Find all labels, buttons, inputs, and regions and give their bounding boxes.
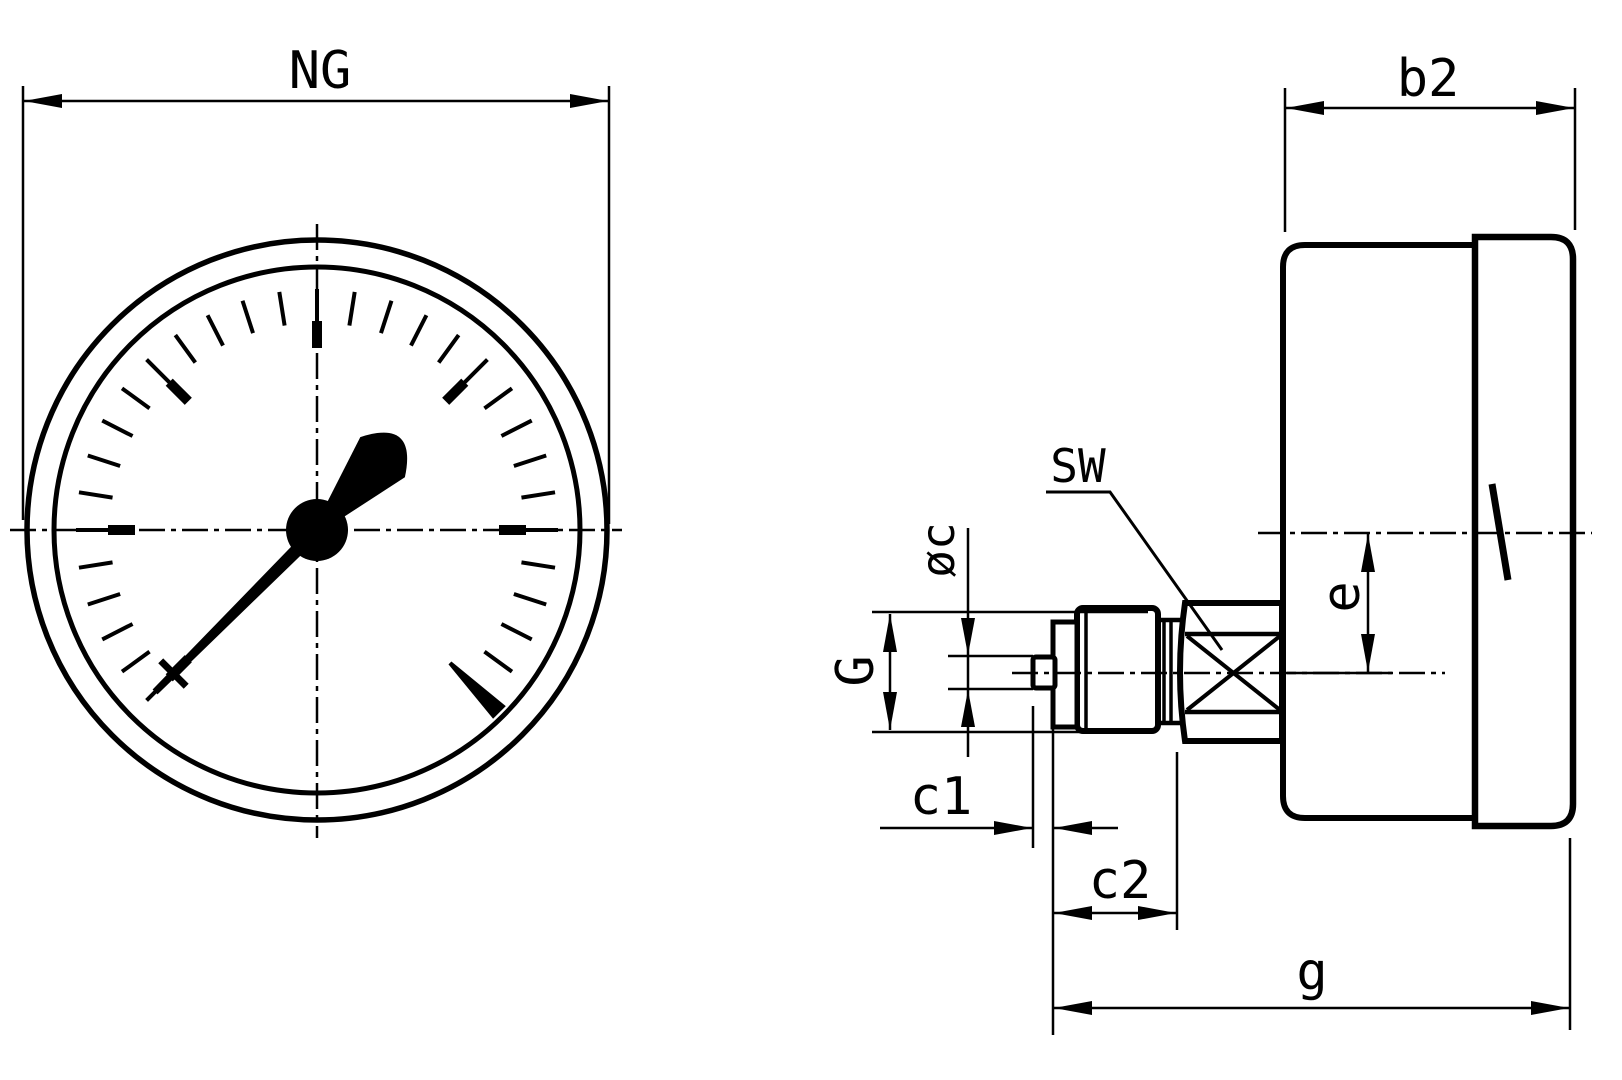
- minor-tick: [240, 300, 255, 334]
- dimension-c2: c2: [1051, 720, 1179, 1035]
- dim-label-thread-g: G: [826, 655, 886, 686]
- minor-tick: [120, 386, 151, 410]
- minor-tick: [379, 300, 394, 334]
- pointer-hub: [286, 499, 348, 561]
- minor-tick: [78, 490, 113, 500]
- pointer-needle: [152, 520, 327, 695]
- arrowhead: [570, 94, 608, 108]
- minor-tick: [173, 333, 197, 364]
- minor-tick: [87, 592, 121, 607]
- dial-scale-and-pointer: [76, 289, 558, 719]
- major-tick: [145, 358, 174, 387]
- minor-tick: [347, 291, 357, 326]
- minor-tick: [500, 622, 533, 642]
- side-view: [1280, 233, 1577, 830]
- arrowhead: [1054, 821, 1092, 835]
- major-tick: [460, 358, 489, 387]
- minor-tick: [521, 490, 556, 500]
- arrowhead: [1531, 1001, 1569, 1015]
- dim-label-phi-c: øc: [911, 522, 965, 577]
- arrowhead: [883, 614, 897, 652]
- arrowhead: [883, 692, 897, 730]
- arrowhead: [1054, 906, 1092, 920]
- arrowhead: [1361, 634, 1375, 672]
- arrowhead: [1536, 101, 1574, 115]
- dimension-g-length: g: [1053, 838, 1572, 1030]
- scale-end-mark: [448, 661, 506, 719]
- minor-tick: [409, 314, 429, 347]
- dim-label-e: e: [1312, 581, 1372, 612]
- dimension-phi-c: øc: [911, 522, 1033, 757]
- minor-tick: [205, 314, 225, 347]
- arrowhead: [1054, 1001, 1092, 1015]
- minor-tick: [101, 622, 134, 642]
- arrowhead: [961, 690, 975, 727]
- minor-tick: [78, 560, 113, 570]
- minor-tick: [437, 333, 461, 364]
- major-tick: [442, 378, 469, 405]
- case-body: [1280, 242, 1478, 821]
- minor-tick: [521, 560, 556, 570]
- dim-label-g: g: [1296, 942, 1327, 1002]
- arrowhead: [961, 618, 975, 655]
- arrowhead: [1361, 534, 1375, 572]
- minor-tick: [277, 291, 287, 326]
- arrowhead: [1286, 101, 1324, 115]
- minor-tick: [513, 453, 547, 468]
- dim-label-b2: b2: [1397, 49, 1460, 109]
- dim-label-sw: SW: [1050, 439, 1106, 493]
- dimension-ng: NG: [21, 41, 611, 524]
- front-bezel: [1471, 233, 1577, 830]
- sw-leader-line: [1046, 490, 1224, 651]
- pointer-tip-crossbar: [158, 658, 189, 689]
- dimension-b2: b2: [1283, 49, 1577, 232]
- pointer-counterweight: [321, 432, 408, 524]
- minor-tick: [513, 592, 547, 607]
- leader-sw: SW: [1046, 439, 1224, 651]
- glass-slash-mark: [1488, 483, 1512, 581]
- arrowhead: [1138, 906, 1176, 920]
- major-tick: [165, 378, 192, 405]
- dimension-e: e: [1287, 534, 1392, 675]
- front-view: [10, 224, 622, 838]
- minor-tick: [120, 650, 151, 674]
- dimension-g-thread: G: [826, 610, 1148, 734]
- thread-body: [1074, 605, 1161, 734]
- dim-label-c2: c2: [1089, 851, 1152, 911]
- minor-tick: [483, 650, 514, 674]
- minor-tick: [87, 453, 121, 468]
- minor-tick: [500, 418, 533, 438]
- dim-label-ng: NG: [289, 41, 352, 101]
- dim-label-c1: c1: [910, 767, 973, 827]
- arrowhead: [994, 821, 1032, 835]
- minor-tick: [483, 386, 514, 410]
- arrowhead: [24, 94, 62, 108]
- dimension-c1: c1: [880, 706, 1118, 848]
- minor-tick: [101, 418, 134, 438]
